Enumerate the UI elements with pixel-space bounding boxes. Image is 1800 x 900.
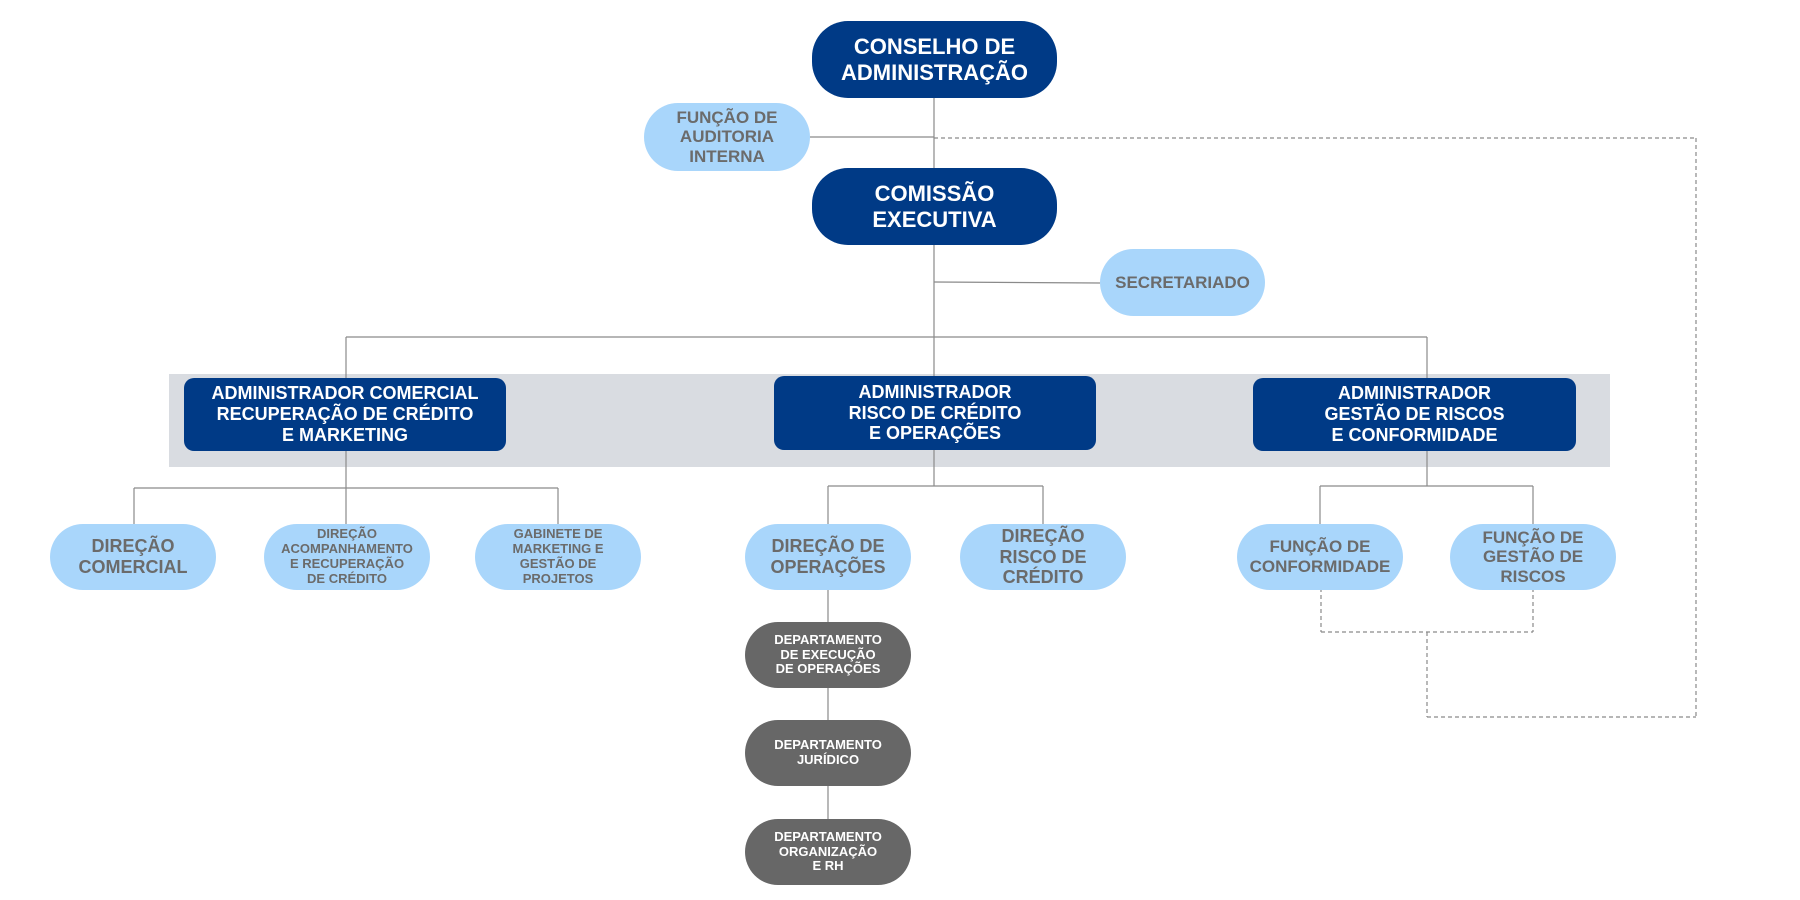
dir-risco-label: DIREÇÃO RISCO DE CRÉDITO — [999, 525, 1087, 588]
secretariado-label: SECRETARIADO — [1115, 272, 1250, 292]
conselho-node: CONSELHO DE ADMINISTRAÇÃO — [812, 21, 1057, 98]
dir-operacoes-node: DIREÇÃO DE OPERAÇÕES — [745, 524, 911, 590]
func-conformidade-node: FUNÇÃO DE CONFORMIDADE — [1237, 524, 1403, 590]
secretariado-line — [933, 281, 1101, 284]
adm-comercial-node: ADMINISTRADOR COMERCIAL RECUPERAÇÃO DE C… — [184, 378, 506, 451]
func-gestao-node: FUNÇÃO DE GESTÃO DE RISCOS — [1450, 524, 1616, 590]
func-gestao-label: FUNÇÃO DE GESTÃO DE RISCOS — [1482, 527, 1584, 586]
dep-juridico-node: DEPARTAMENTO JURÍDICO — [745, 720, 911, 786]
dir-comercial-label: DIREÇÃO COMERCIAL — [78, 536, 188, 577]
adm-risco-label: ADMINISTRADOR RISCO DE CRÉDITO E OPERAÇÕ… — [848, 381, 1022, 444]
comissao-node: COMISSÃO EXECUTIVA — [812, 168, 1057, 245]
dir-acompanhamento-node: DIREÇÃO ACOMPANHAMENTO E RECUPERAÇÃO DE … — [264, 524, 430, 590]
auditoria-node: FUNÇÃO DE AUDITORIA INTERNA — [644, 103, 810, 171]
dep-execucao-label: DEPARTAMENTO DE EXECUÇÃO DE OPERAÇÕES — [774, 631, 882, 677]
auditoria-label: FUNÇÃO DE AUDITORIA INTERNA — [676, 107, 778, 166]
func-conformidade-label: FUNÇÃO DE CONFORMIDADE — [1249, 537, 1391, 576]
dep-rh-node: DEPARTAMENTO ORGANIZAÇÃO E RH — [745, 819, 911, 885]
dep-rh-label: DEPARTAMENTO ORGANIZAÇÃO E RH — [774, 828, 882, 874]
adm-gestao-node: ADMINISTRADOR GESTÃO DE RISCOS E CONFORM… — [1253, 378, 1576, 451]
dir-acompanhamento-label: DIREÇÃO ACOMPANHAMENTO E RECUPERAÇÃO DE … — [281, 526, 413, 586]
adm-risco-node: ADMINISTRADOR RISCO DE CRÉDITO E OPERAÇÕ… — [774, 376, 1096, 450]
dir-operacoes-label: DIREÇÃO DE OPERAÇÕES — [770, 536, 886, 577]
gabinete-label: GABINETE DE MARKETING E GESTÃO DE PROJET… — [512, 526, 604, 586]
comissao-label: COMISSÃO EXECUTIVA — [872, 181, 997, 232]
dir-risco-node: DIREÇÃO RISCO DE CRÉDITO — [960, 524, 1126, 590]
adm-gestao-label: ADMINISTRADOR GESTÃO DE RISCOS E CONFORM… — [1324, 383, 1505, 445]
dep-execucao-node: DEPARTAMENTO DE EXECUÇÃO DE OPERAÇÕES — [745, 622, 911, 688]
dir-comercial-node: DIREÇÃO COMERCIAL — [50, 524, 216, 590]
adm-comercial-label: ADMINISTRADOR COMERCIAL RECUPERAÇÃO DE C… — [211, 383, 479, 445]
gabinete-node: GABINETE DE MARKETING E GESTÃO DE PROJET… — [475, 524, 641, 590]
dep-juridico-label: DEPARTAMENTO JURÍDICO — [774, 737, 882, 767]
secretariado-node: SECRETARIADO — [1100, 249, 1265, 316]
conselho-label: CONSELHO DE ADMINISTRAÇÃO — [841, 34, 1028, 85]
